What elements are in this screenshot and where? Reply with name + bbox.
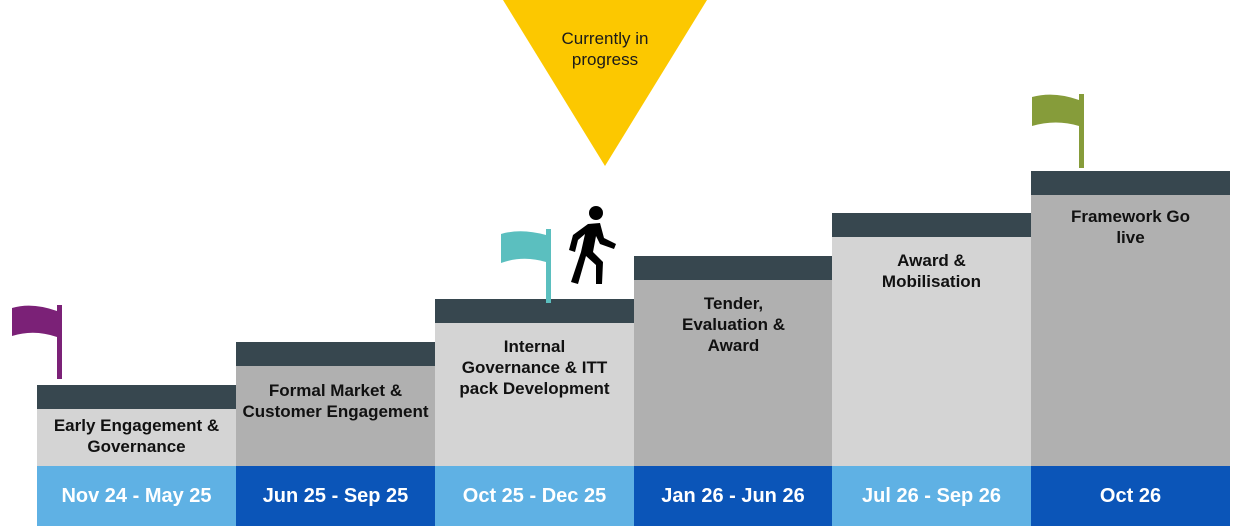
current-progress-indicator: Currently in progress — [503, 0, 707, 166]
date-label: Jan 26 - Jun 26 — [661, 484, 805, 507]
person-walking-icon — [569, 206, 616, 284]
step-label: Tender, Evaluation & Award — [682, 294, 785, 355]
step-block — [832, 237, 1031, 466]
down-triangle-icon — [503, 0, 707, 166]
step-block — [1031, 195, 1230, 466]
flag-icon — [1032, 94, 1084, 168]
step-label: Formal Market & Customer Engagement — [242, 381, 429, 421]
step-cap — [37, 385, 236, 409]
step-label: Internal Governance & ITT pack Developme… — [459, 337, 610, 398]
current-progress-text: Currently in progress — [561, 29, 649, 69]
date-bar: Jan 26 - Jun 26 — [634, 466, 832, 526]
step-early-engagement: Early Engagement & Governance — [37, 385, 236, 466]
date-label: Oct 25 - Dec 25 — [462, 484, 607, 507]
step-internal-governance: Internal Governance & ITT pack Developme… — [435, 299, 634, 466]
date-label: Jul 26 - Sep 26 — [862, 484, 1001, 507]
step-block — [37, 409, 236, 466]
step-cap — [832, 213, 1031, 237]
date-label: Nov 24 - May 25 — [61, 484, 212, 507]
date-bar: Oct 26 — [1031, 466, 1230, 526]
date-bar: Oct 25 - Dec 25 — [435, 466, 634, 526]
step-tender: Tender, Evaluation & Award — [634, 256, 833, 466]
date-bar: Nov 24 - May 25 — [37, 466, 236, 526]
step-framework-go-live: Framework Go live — [1031, 171, 1230, 466]
step-cap — [236, 342, 435, 366]
step-award-mobilisation: Award & Mobilisation — [832, 213, 1031, 466]
step-block — [236, 366, 435, 466]
step-label: Early Engagement & Governance — [53, 416, 220, 456]
step-block — [435, 323, 634, 466]
date-label: Jun 25 - Sep 25 — [262, 484, 409, 507]
step-formal-market: Formal Market & Customer Engagement — [236, 342, 435, 466]
date-label: Oct 26 — [1099, 484, 1162, 507]
step-label: Framework Go live — [1070, 207, 1191, 247]
step-label: Award & Mobilisation — [881, 251, 982, 291]
step-cap — [634, 256, 833, 280]
flag-icon — [501, 229, 551, 303]
step-cap — [435, 299, 634, 323]
date-bar: Jul 26 - Sep 26 — [832, 466, 1031, 526]
step-block — [634, 280, 833, 466]
date-bar: Jun 25 - Sep 25 — [236, 466, 435, 526]
flag-icon — [12, 305, 62, 379]
step-cap — [1031, 171, 1230, 195]
